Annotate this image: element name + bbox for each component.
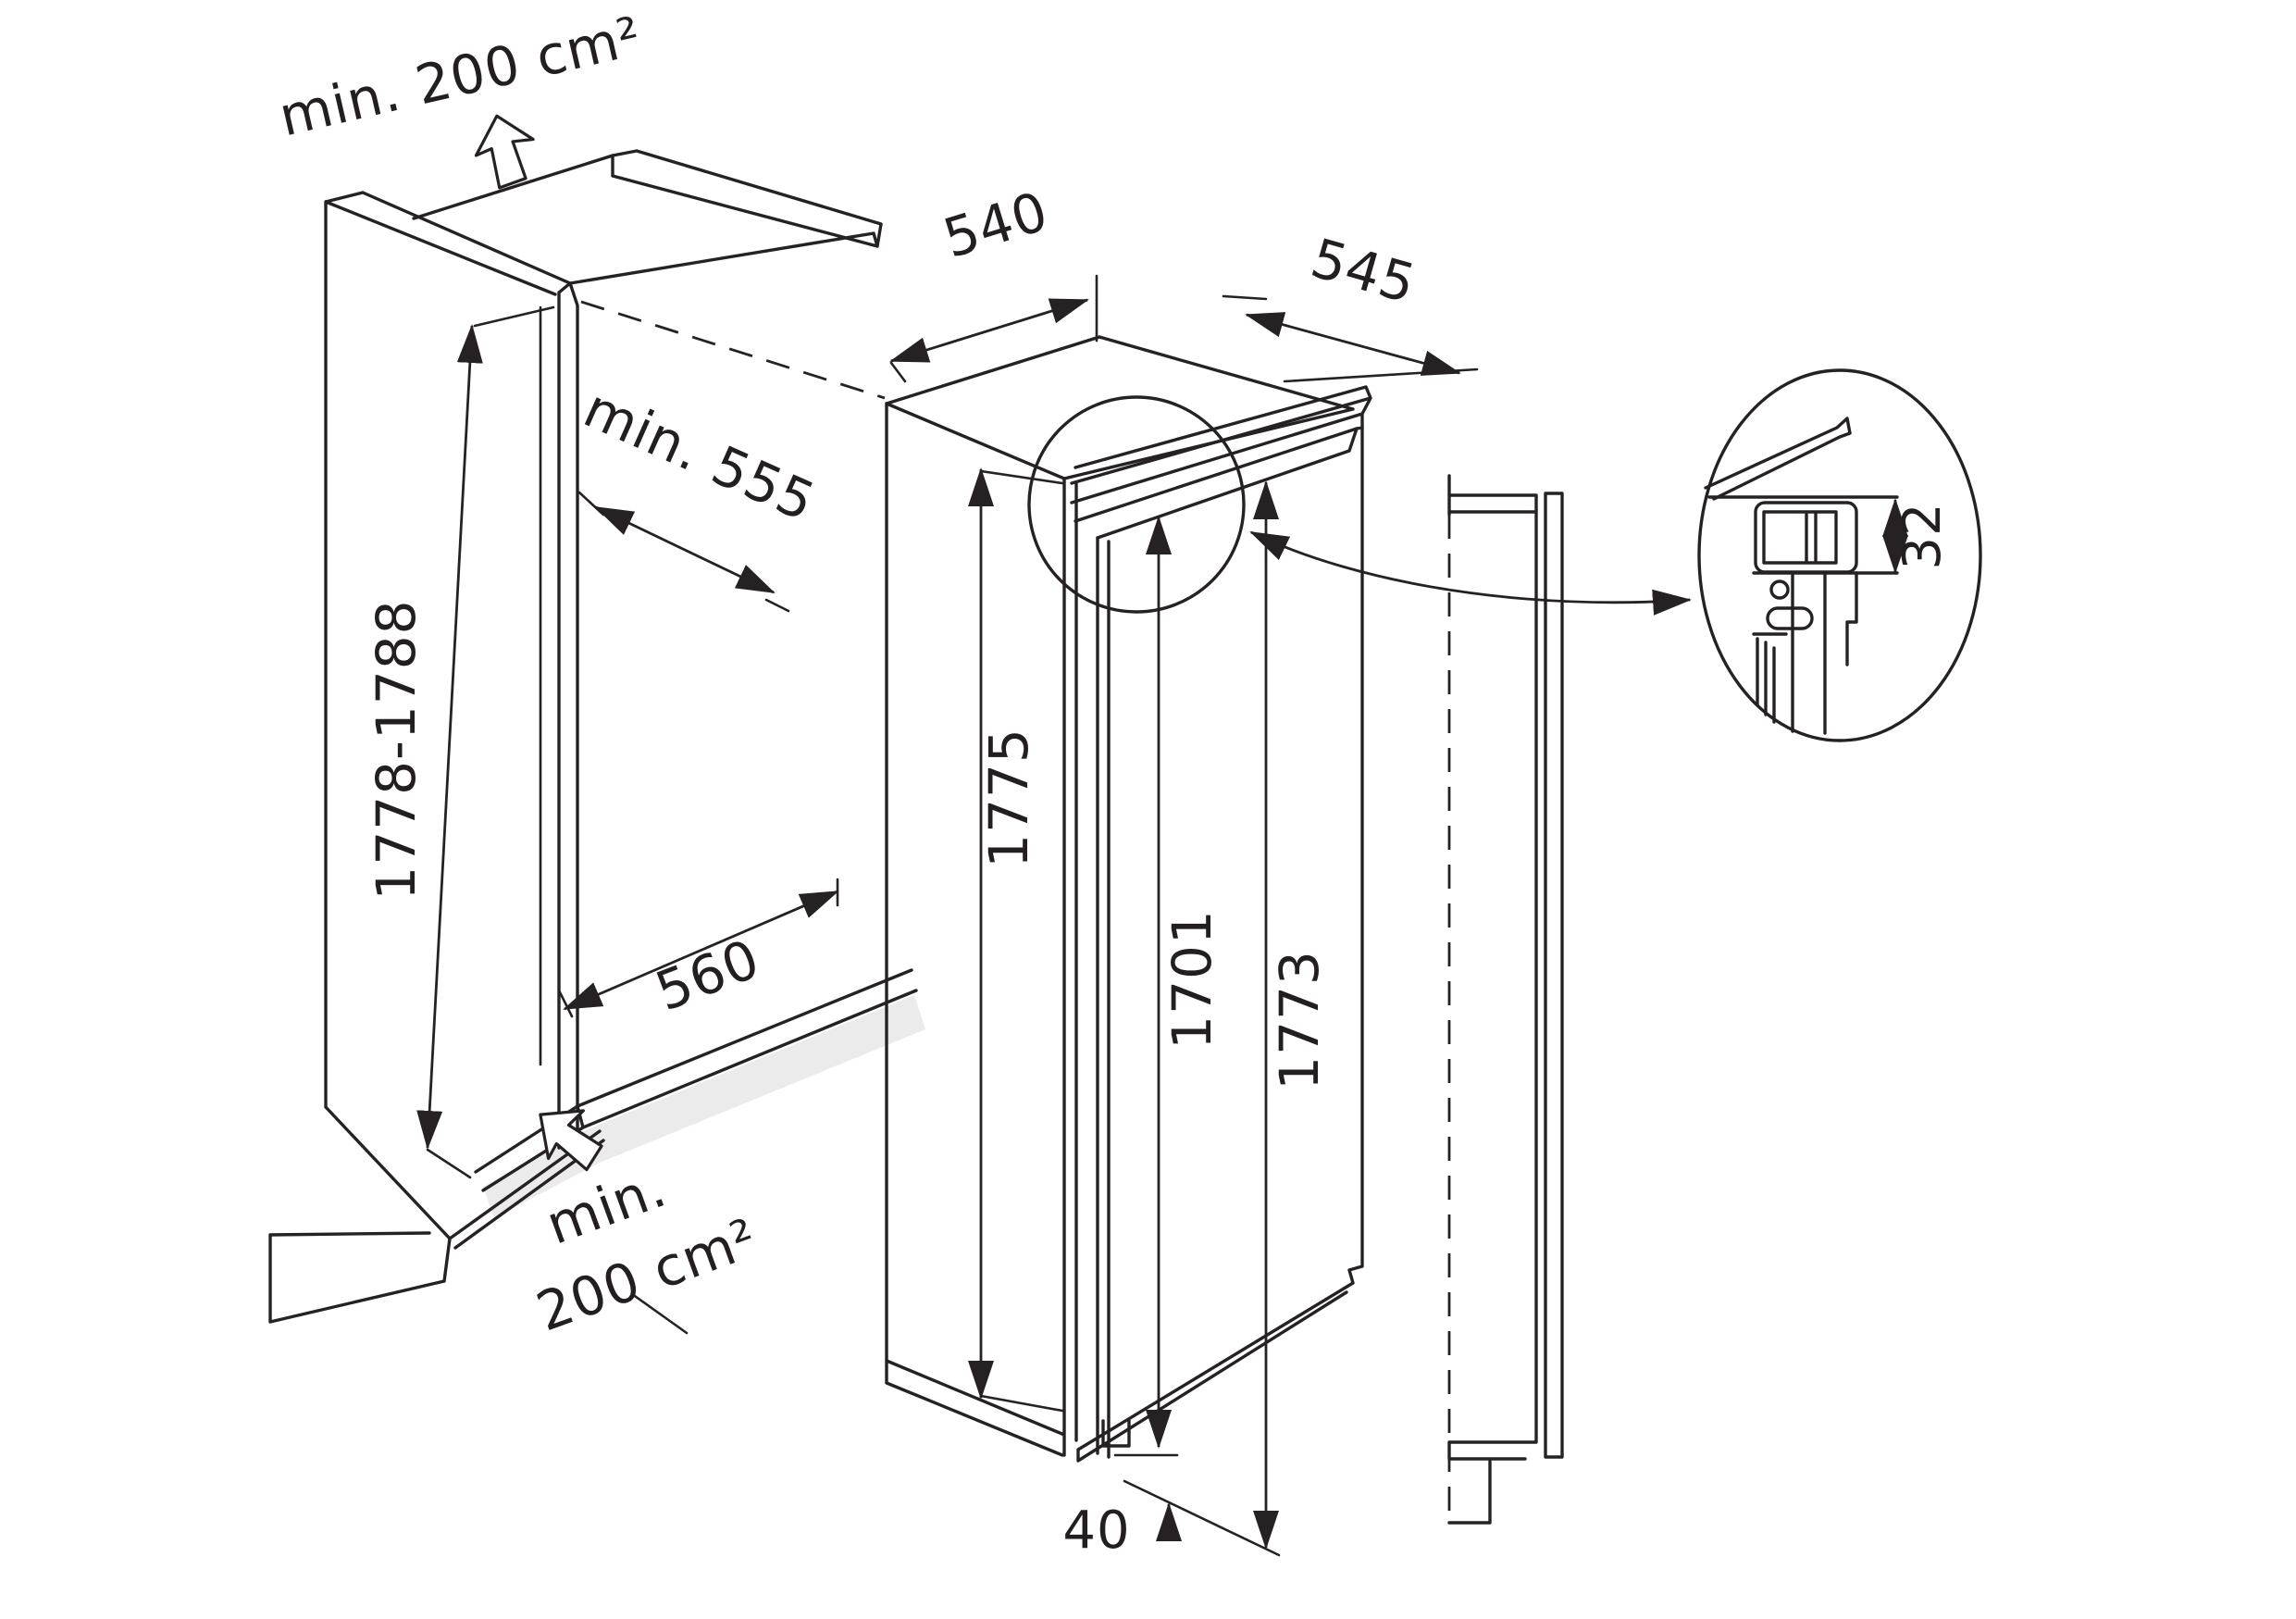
dim-appliance-height: 1775 bbox=[968, 467, 1064, 1413]
hinge-bracket-inner bbox=[1762, 510, 1838, 565]
dim-door-height: 1701 bbox=[1113, 516, 1223, 1457]
dim-niche-width: 560 bbox=[557, 878, 839, 1023]
dim-recess-width: 540 bbox=[889, 180, 1098, 383]
niche-depth-label: min. 555 bbox=[575, 377, 825, 534]
niche-left-board bbox=[324, 191, 579, 1240]
appliance-top-face bbox=[885, 335, 1355, 480]
dim-front-height: 1773 bbox=[1253, 480, 1331, 1550]
dim-niche-depth: min. 555 bbox=[575, 377, 825, 613]
dim-appliance-depth: 545 bbox=[1222, 226, 1479, 383]
hinge-bracket-body bbox=[1754, 501, 1858, 574]
hinge-overlap-label: 32 bbox=[1893, 502, 1953, 569]
door-height-label: 1701 bbox=[1160, 909, 1223, 1050]
top-vent-arrow-icon bbox=[474, 114, 535, 190]
appliance-foot bbox=[1101, 1419, 1131, 1448]
hinge-detail-circle bbox=[1697, 368, 1982, 742]
niche-floor bbox=[474, 968, 918, 1192]
airflow-arrows bbox=[474, 114, 603, 1172]
hinge-hook bbox=[1704, 417, 1852, 501]
hinge-door-section bbox=[1752, 571, 1858, 735]
bottom-clearance-label: 40 bbox=[1062, 1501, 1130, 1561]
bottom-vent-arrow-icon bbox=[539, 1109, 603, 1172]
niche-height-label: 1778-1788 bbox=[365, 599, 428, 900]
hinge-detail-drawing bbox=[1704, 417, 1899, 735]
niche-width-label: 560 bbox=[648, 927, 769, 1023]
alignment-dashed-line bbox=[580, 300, 886, 400]
front-height-label: 1773 bbox=[1268, 950, 1331, 1090]
niche-cabinet bbox=[268, 149, 918, 1324]
dim-niche-height: 1778-1788 bbox=[365, 305, 555, 1179]
door-panel-side-slab bbox=[1544, 492, 1564, 1459]
dim-hinge-overlap: 32 bbox=[1882, 498, 1953, 574]
decor-door-panel bbox=[1447, 474, 1564, 1526]
niche-plinth bbox=[268, 1129, 605, 1324]
hinge-screw-hole bbox=[1769, 579, 1790, 600]
niche-top-board bbox=[412, 149, 883, 285]
top-vent-label: min. 200 cm² bbox=[273, 5, 647, 149]
appliance-depth-label: 545 bbox=[1304, 226, 1422, 316]
appliance-door-front bbox=[1076, 426, 1364, 1463]
floor-line-right-segment bbox=[1123, 1479, 1281, 1557]
vent-recess-shading bbox=[483, 995, 925, 1218]
appliance-fixing-rail bbox=[1070, 385, 1372, 523]
dim-bottom-clearance: 40 bbox=[1062, 1501, 1182, 1561]
appliance-height-label: 1775 bbox=[977, 728, 1040, 868]
hinge-slot bbox=[1766, 606, 1814, 630]
recess-width-label: 540 bbox=[937, 180, 1056, 270]
door-panel-outline bbox=[1447, 474, 1538, 1525]
dimensions: 1778-1788 min. 555 560 540 545 1775 bbox=[365, 180, 1953, 1561]
floor-line-left-segment bbox=[630, 1292, 689, 1335]
detail-source-circle bbox=[1027, 395, 1246, 614]
appliance bbox=[885, 335, 1372, 1463]
detail-connector-arrow bbox=[1249, 530, 1692, 616]
appliance-door-top-edge bbox=[1096, 427, 1359, 540]
